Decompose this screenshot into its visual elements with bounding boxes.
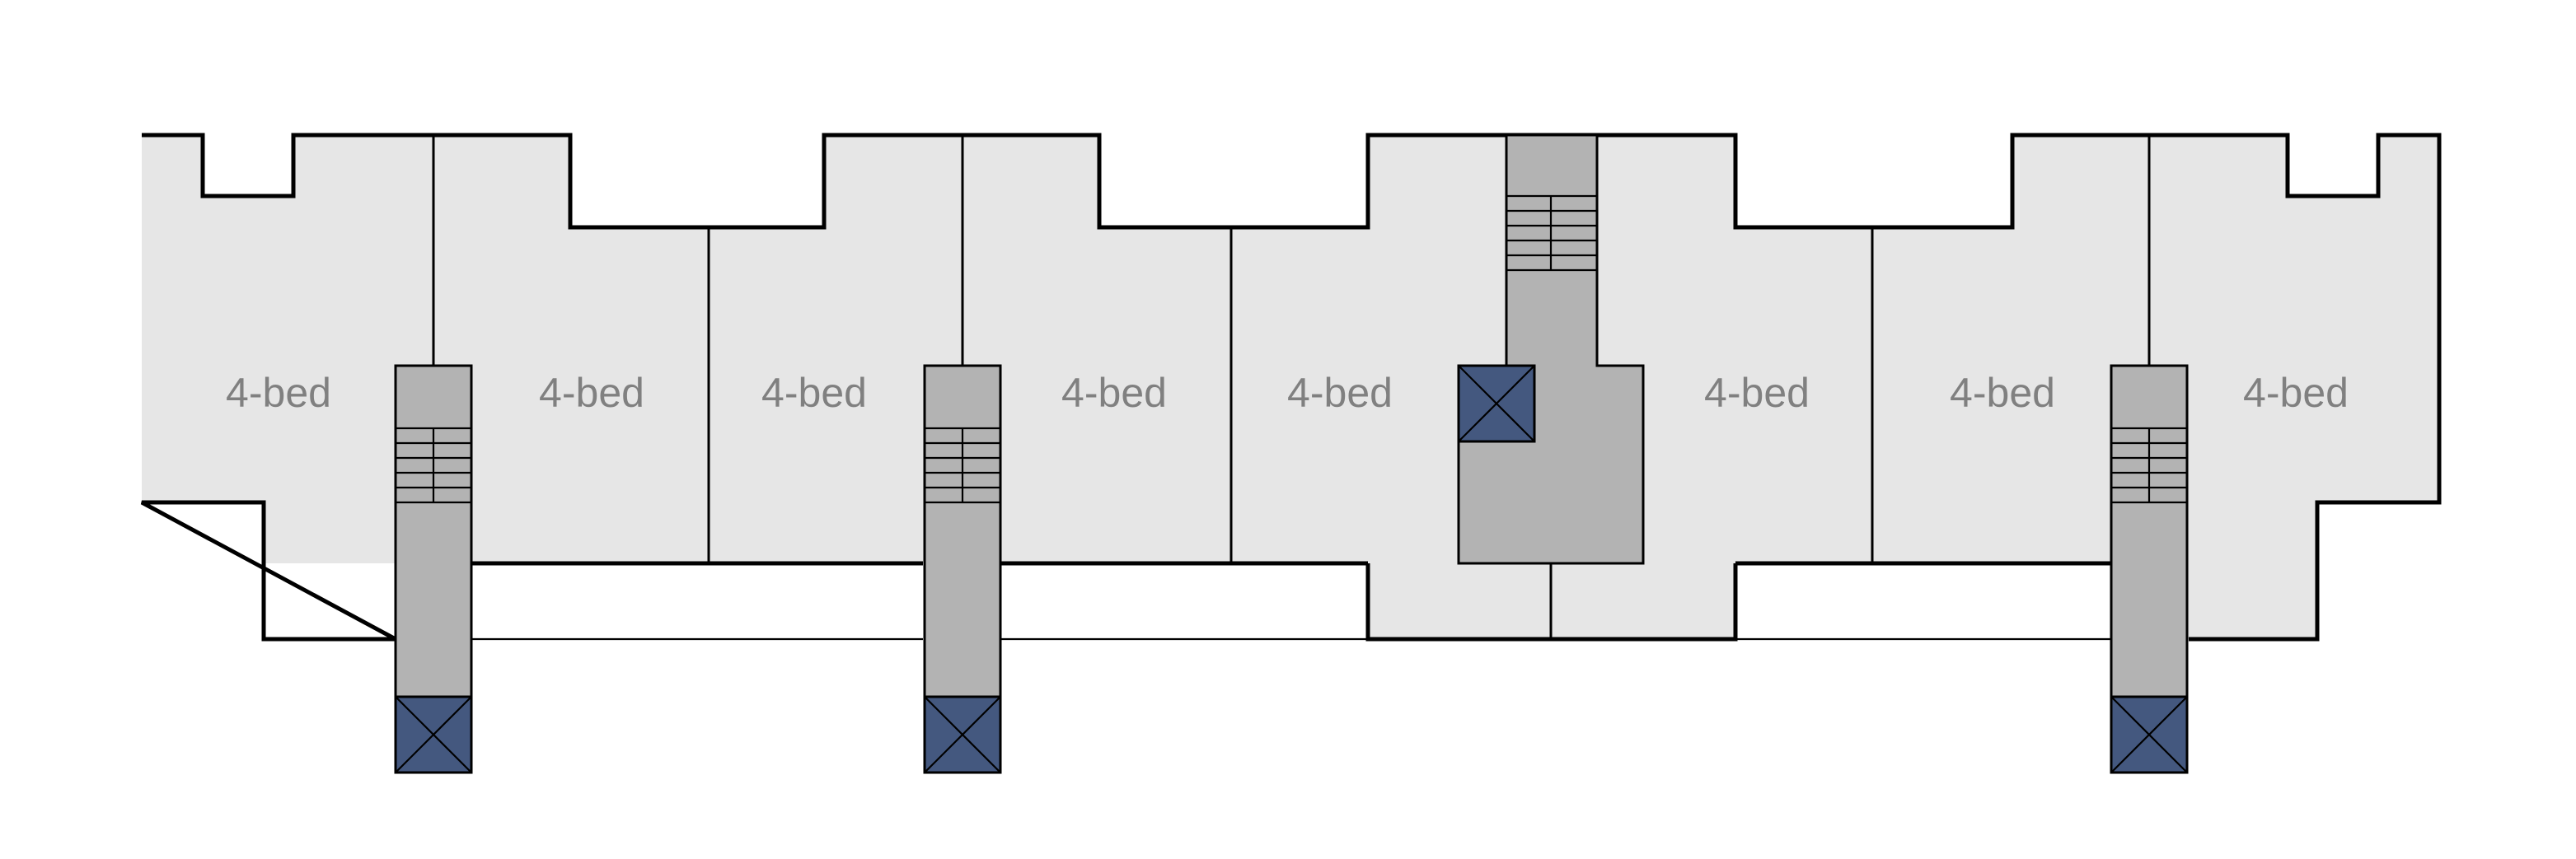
lift-central bbox=[1457, 364, 1536, 443]
stair-core-1 bbox=[394, 364, 473, 774]
unit-label-7: 4-bed bbox=[1950, 370, 2055, 416]
stair-treads-1 bbox=[396, 427, 471, 504]
unit-label-8: 4-bed bbox=[2243, 370, 2349, 416]
unit-label-5: 4-bed bbox=[1287, 370, 1393, 416]
stair-core-3 bbox=[2110, 364, 2189, 774]
unit-label-6: 4-bed bbox=[1704, 370, 1810, 416]
lift-3 bbox=[2110, 695, 2189, 774]
stair-treads-2 bbox=[925, 427, 1000, 504]
lift-1 bbox=[394, 695, 473, 774]
unit-label-2: 4-bed bbox=[539, 370, 644, 416]
unit-label-1: 4-bed bbox=[226, 370, 331, 416]
stair-treads-3 bbox=[2111, 427, 2187, 504]
units-floor-area bbox=[142, 135, 2439, 639]
central-core bbox=[1457, 133, 1645, 565]
stair-treads-central bbox=[1506, 194, 1597, 272]
corridor-right bbox=[1735, 563, 2128, 639]
unit-label-4: 4-bed bbox=[1061, 370, 1167, 416]
lift-2 bbox=[923, 695, 1002, 774]
stair-core-2 bbox=[923, 364, 1002, 774]
unit-label-3: 4-bed bbox=[761, 370, 867, 416]
